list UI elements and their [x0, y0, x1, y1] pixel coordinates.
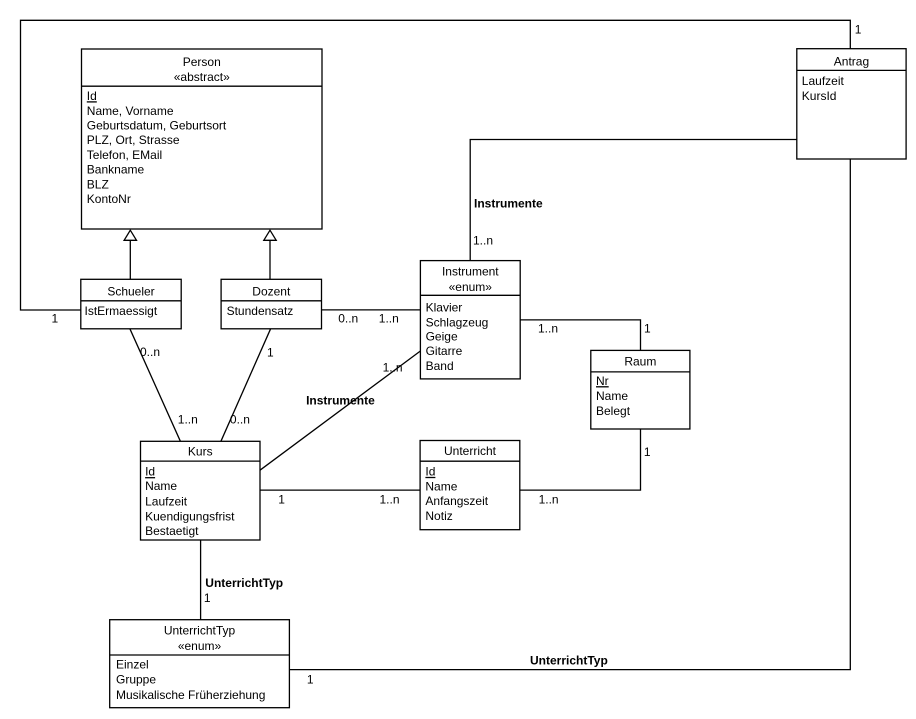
svg-text:Raum: Raum	[624, 354, 656, 368]
svg-text:«abstract»: «abstract»	[174, 70, 230, 84]
svg-text:Name: Name	[425, 480, 457, 494]
svg-text:Notiz: Notiz	[425, 509, 452, 523]
svg-text:Id: Id	[87, 89, 97, 103]
svg-text:Gitarre: Gitarre	[426, 344, 463, 358]
svg-text:Person: Person	[183, 55, 221, 69]
svg-text:1: 1	[644, 322, 651, 336]
svg-text:Geburtsdatum, Geburtsort: Geburtsdatum, Geburtsort	[87, 119, 227, 133]
svg-text:1: 1	[644, 445, 651, 459]
svg-text:Kurs: Kurs	[188, 445, 213, 459]
svg-text:0..n: 0..n	[230, 413, 250, 427]
svg-text:Antrag: Antrag	[834, 54, 869, 68]
svg-text:UnterrichtTyp: UnterrichtTyp	[530, 654, 608, 668]
svg-text:1..n: 1..n	[380, 493, 400, 507]
svg-text:1: 1	[204, 591, 211, 605]
svg-text:Stundensatz: Stundensatz	[227, 304, 294, 318]
svg-text:Id: Id	[145, 465, 155, 479]
svg-text:Id: Id	[425, 465, 435, 479]
svg-text:Name: Name	[596, 389, 628, 403]
svg-text:Name, Vorname: Name, Vorname	[87, 104, 174, 118]
svg-text:Band: Band	[426, 359, 454, 373]
svg-text:1..n: 1..n	[379, 312, 399, 326]
svg-text:1: 1	[278, 493, 285, 507]
svg-text:«enum»: «enum»	[178, 639, 222, 653]
svg-text:Dozent: Dozent	[252, 284, 291, 298]
svg-text:KursId: KursId	[802, 89, 837, 103]
svg-text:0..n: 0..n	[338, 312, 358, 326]
svg-text:1..n: 1..n	[383, 360, 403, 374]
svg-text:PLZ, Ort, Strasse: PLZ, Ort, Strasse	[87, 133, 180, 147]
svg-text:Name: Name	[145, 479, 177, 493]
svg-text:Einzel: Einzel	[116, 658, 149, 672]
svg-text:Nr: Nr	[596, 374, 609, 388]
svg-text:Instrument: Instrument	[442, 265, 499, 279]
svg-text:Schueler: Schueler	[107, 284, 154, 298]
svg-text:UnterrichtTyp: UnterrichtTyp	[164, 623, 236, 637]
svg-text:Instrumente: Instrumente	[306, 393, 375, 407]
svg-text:Belegt: Belegt	[596, 404, 631, 418]
svg-text:BLZ: BLZ	[87, 178, 109, 192]
svg-text:UnterrichtTyp: UnterrichtTyp	[205, 576, 283, 590]
svg-text:Laufzeit: Laufzeit	[802, 74, 845, 88]
svg-text:Kuendigungsfrist: Kuendigungsfrist	[145, 509, 235, 523]
svg-text:Schlagzeug: Schlagzeug	[426, 315, 489, 329]
svg-text:1..n: 1..n	[539, 493, 559, 507]
svg-text:Laufzeit: Laufzeit	[145, 494, 188, 508]
svg-text:1: 1	[52, 311, 59, 325]
svg-text:IstErmaessigt: IstErmaessigt	[85, 304, 158, 318]
svg-text:Anfangszeit: Anfangszeit	[425, 494, 488, 508]
svg-text:Geige: Geige	[426, 330, 458, 344]
svg-text:Musikalische Früherziehung: Musikalische Früherziehung	[116, 688, 265, 702]
svg-text:Bankname: Bankname	[87, 163, 145, 177]
svg-text:1..n: 1..n	[538, 322, 558, 336]
svg-text:Gruppe: Gruppe	[116, 672, 156, 686]
svg-text:1..n: 1..n	[178, 413, 198, 427]
svg-text:1: 1	[267, 345, 274, 359]
svg-text:0..n: 0..n	[140, 345, 160, 359]
svg-text:1: 1	[307, 673, 314, 687]
svg-text:Klavier: Klavier	[426, 300, 463, 314]
svg-text:Telefon, EMail: Telefon, EMail	[87, 148, 162, 162]
svg-text:Unterricht: Unterricht	[444, 444, 497, 458]
svg-text:«enum»: «enum»	[449, 280, 493, 294]
svg-text:Instrumente: Instrumente	[474, 196, 543, 210]
svg-text:1: 1	[855, 23, 862, 37]
svg-text:KontoNr: KontoNr	[87, 192, 131, 206]
svg-text:1..n: 1..n	[473, 234, 493, 248]
svg-text:Bestaetigt: Bestaetigt	[145, 524, 199, 538]
